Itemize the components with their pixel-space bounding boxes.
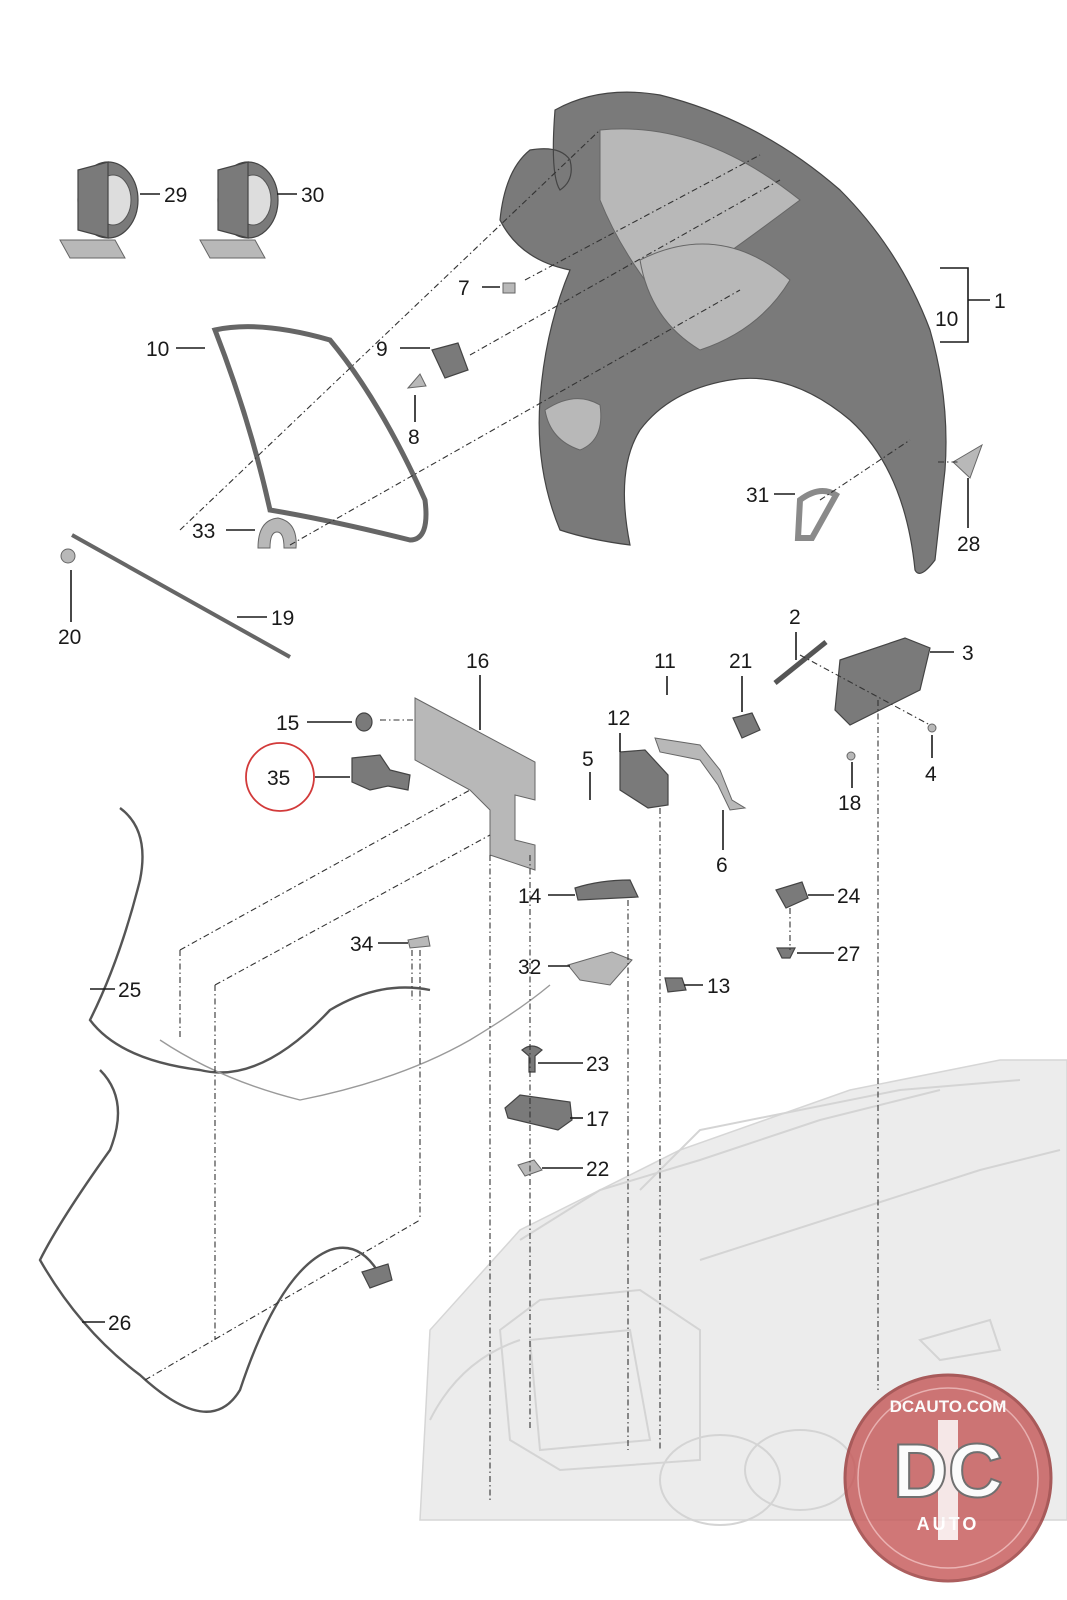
bracket-16 <box>414 697 536 871</box>
callout-27: 27 <box>837 943 860 966</box>
dcauto-watermark: DCAUTO.COM DC AUTO <box>843 1373 1053 1583</box>
callout-12: 12 <box>607 707 630 730</box>
cable-25 <box>88 807 431 1074</box>
callout-leaders <box>70 193 990 1323</box>
highlight-ring-35 <box>245 742 315 812</box>
assembly-lines <box>144 129 960 1500</box>
nut-13 <box>664 977 687 993</box>
callout-3: 3 <box>962 642 974 665</box>
bracket-6 <box>654 737 747 811</box>
bumper-7 <box>502 282 516 294</box>
callout-23: 23 <box>586 1053 609 1076</box>
callout-13: 13 <box>707 975 730 998</box>
cap-9 <box>431 342 469 379</box>
callout-10-seal: 10 <box>146 338 169 361</box>
callout-20: 20 <box>58 626 81 649</box>
handle-14 <box>574 879 639 901</box>
callout-18: 18 <box>838 792 861 815</box>
callout-25: 25 <box>118 979 141 1002</box>
callout-26: 26 <box>108 1312 131 1335</box>
nut-15 <box>355 712 373 732</box>
callout-14: 14 <box>518 885 542 908</box>
prop-rod-19 <box>71 533 291 659</box>
callout-8: 8 <box>408 426 420 449</box>
latch-12 <box>619 749 669 809</box>
callout-2: 2 <box>789 606 801 629</box>
bolt-18 <box>846 751 856 761</box>
buffer-21 <box>732 712 761 739</box>
callout-29: 29 <box>164 184 187 207</box>
hood-lid <box>499 91 947 574</box>
strut-2 <box>773 640 828 685</box>
callout-30: 30 <box>301 184 324 207</box>
callout-10-hood: 10 <box>935 308 958 331</box>
bolt-27 <box>776 947 796 959</box>
lock-26 <box>361 1263 393 1289</box>
callout-15: 15 <box>276 712 299 735</box>
clip-20 <box>60 548 76 564</box>
pad-32 <box>567 951 633 986</box>
callout-32: 32 <box>518 956 541 979</box>
cable-26 <box>38 1069 382 1413</box>
callout-9: 9 <box>376 338 388 361</box>
callout-31: 31 <box>746 484 769 507</box>
pin-8 <box>406 373 427 389</box>
callout-34: 34 <box>350 933 374 956</box>
callout-19: 19 <box>271 607 294 630</box>
seal-10 <box>211 324 429 543</box>
bracket-24 <box>775 881 809 909</box>
watermark-monogram: DC <box>893 1429 1003 1514</box>
tape-roll-29 <box>59 161 139 259</box>
tape-roll-30 <box>199 161 279 259</box>
cable-25-light <box>159 984 551 1101</box>
callout-21: 21 <box>729 650 752 673</box>
callout-11: 11 <box>654 650 676 673</box>
callout-1: 1 <box>994 290 1006 313</box>
watermark-word: AUTO <box>917 1514 980 1534</box>
clip-28 <box>952 443 983 479</box>
hinge-3 <box>834 637 931 726</box>
switch-35 <box>351 754 411 791</box>
cover-17 <box>504 1094 573 1131</box>
callout-33: 33 <box>192 520 215 543</box>
callout-16: 16 <box>466 650 489 673</box>
callout-4: 4 <box>925 763 937 786</box>
callout-6: 6 <box>716 854 728 877</box>
callout-labels: 29 30 7 1 10 10 9 8 31 33 28 19 20 2 3 1… <box>58 184 1006 1335</box>
callout-17: 17 <box>586 1108 609 1131</box>
clip-34 <box>407 935 431 949</box>
clip-33 <box>257 517 297 549</box>
callout-22: 22 <box>586 1158 609 1181</box>
callout-35: 35 <box>267 767 290 790</box>
screw-23 <box>521 1045 543 1073</box>
callout-24: 24 <box>837 885 861 908</box>
callout-7: 7 <box>458 277 470 300</box>
handle-31 <box>794 488 841 541</box>
callout-28: 28 <box>957 533 980 556</box>
watermark-site: DCAUTO.COM <box>890 1397 1007 1416</box>
callout-5: 5 <box>582 748 594 771</box>
bolt-4 <box>927 723 937 733</box>
